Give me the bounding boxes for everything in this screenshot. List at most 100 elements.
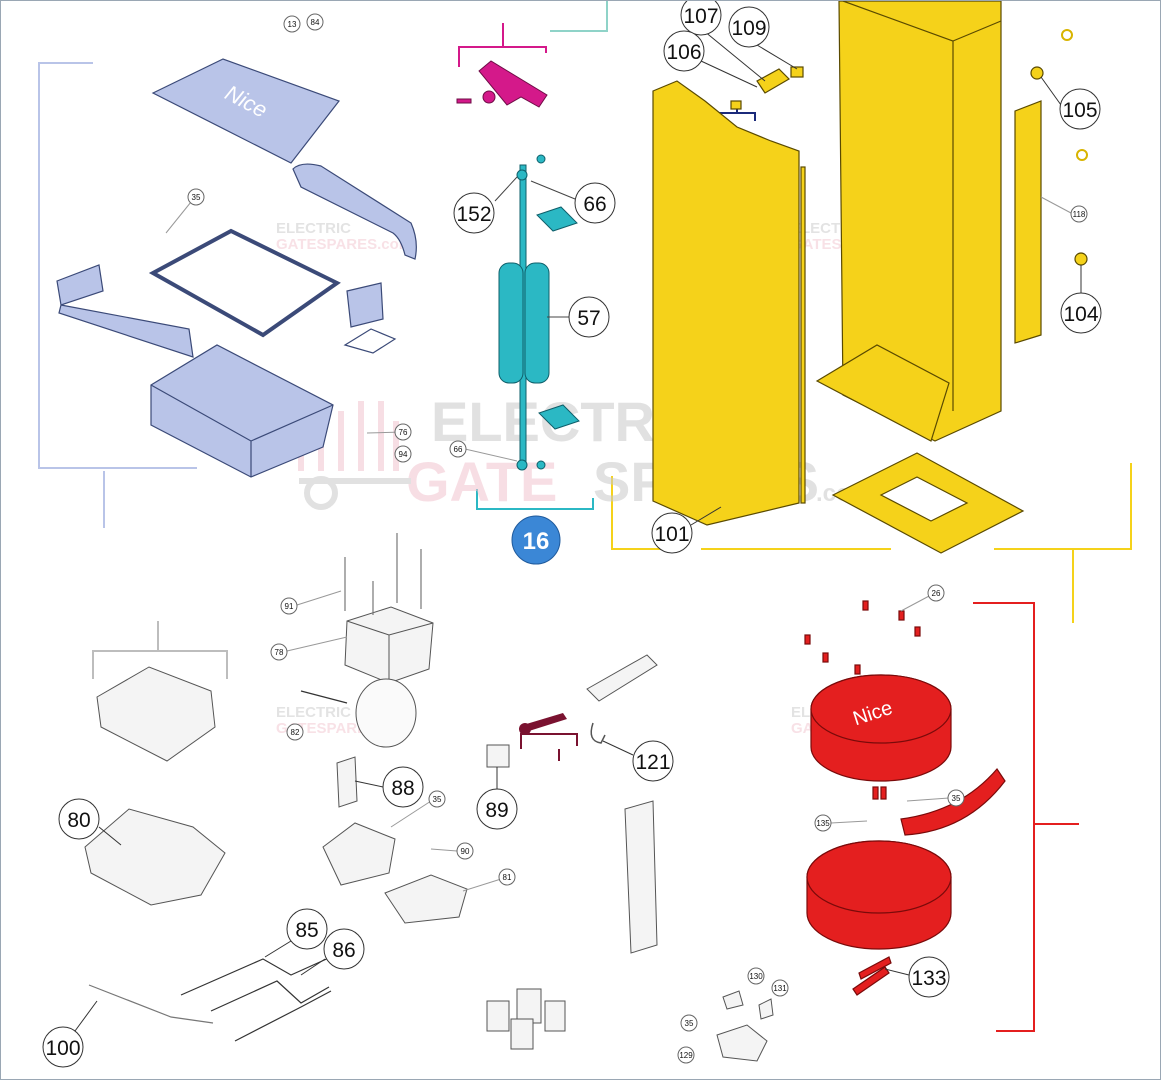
- seal-strip: [800, 166, 806, 504]
- lever-arm: [478, 60, 548, 108]
- callout-circle-81: [498, 868, 516, 886]
- callout-circle-101: [651, 512, 693, 554]
- callout-circle-130: [747, 967, 765, 985]
- callout-94: 94: [399, 450, 408, 459]
- front-panel: [652, 80, 800, 526]
- group-badge: 16: [523, 528, 550, 555]
- callout-circle-66a: [574, 182, 616, 224]
- leader-135: [830, 820, 868, 824]
- callout-circle-57: [568, 296, 610, 338]
- clip-121: [590, 722, 606, 744]
- release-key: [523, 713, 567, 731]
- callout-circle-105: [1059, 88, 1101, 130]
- callout-81: 81: [503, 873, 512, 882]
- leader-152: [494, 176, 518, 202]
- spring-plate-top: [536, 206, 578, 232]
- cylinder-part: [586, 654, 658, 702]
- callout-circle-35c: [947, 789, 965, 807]
- wm-s1-l1: ELECTRIC: [276, 220, 351, 237]
- callout-26: 26: [932, 589, 941, 598]
- yellow-callouts: 107 109 106 105 118 104 101: [651, 1, 1102, 554]
- callout-circle-35a: [187, 188, 205, 206]
- leader-26: [900, 594, 932, 612]
- callout-circle-13: [283, 15, 301, 33]
- callout-circle-89: [476, 788, 518, 830]
- rack-strip: [1014, 100, 1042, 344]
- callout-circle-94: [394, 445, 412, 463]
- spring-nut-bottom: [516, 459, 528, 471]
- callout-100: 100: [45, 1037, 80, 1060]
- leader-105: [1040, 76, 1062, 106]
- callout-circle-131: [771, 979, 789, 997]
- callout-circle-78: [270, 643, 288, 661]
- callout-118: 118: [1073, 210, 1086, 219]
- callout-circle-88: [382, 766, 424, 808]
- motor-wires: [300, 690, 348, 704]
- harness-85: [180, 956, 332, 996]
- gray-bracket: [92, 621, 228, 679]
- callout-circle-106: [663, 30, 705, 72]
- spring-coil-right: [524, 262, 550, 384]
- callout-86: 86: [332, 939, 355, 962]
- callout-circle-82: [286, 723, 304, 741]
- base-plate-hole: [879, 476, 969, 522]
- control-board-80: [84, 808, 226, 906]
- bushing-105: [1030, 66, 1044, 80]
- spring-nut-top: [516, 169, 528, 181]
- callout-85: 85: [295, 919, 318, 942]
- red-arc-panel: [900, 768, 1006, 836]
- teal-top-bracket: [550, 1, 608, 32]
- spring-coil-left: [498, 262, 524, 384]
- callout-circle-76: [394, 423, 412, 441]
- release-key-head: [519, 723, 531, 735]
- callout-90: 90: [461, 847, 470, 856]
- callout-circle-104: [1060, 292, 1102, 334]
- board-88: [336, 756, 358, 808]
- side-panel-left: [56, 264, 194, 358]
- callout-88: 88: [391, 777, 414, 800]
- ring-part: [1061, 29, 1073, 41]
- leader-35b: [390, 800, 432, 828]
- maroon-key: [519, 713, 567, 735]
- harness-86b: [234, 990, 332, 1042]
- callout-35d: 35: [685, 1019, 694, 1028]
- callout-circle-90: [456, 842, 474, 860]
- callout-circle-85: [286, 908, 328, 950]
- motor-electronics-parts: [84, 606, 774, 1062]
- maroon-bracket: [520, 733, 578, 761]
- callout-109: 109: [731, 17, 766, 40]
- cable-100: [88, 984, 214, 1024]
- callout-circle-133: [908, 956, 950, 998]
- bushing-104: [1074, 252, 1088, 266]
- hinge-109: [790, 66, 804, 78]
- red-callouts: 26 35 135 133: [814, 584, 965, 998]
- gasket-frame: [148, 228, 341, 338]
- callout-133: 133: [911, 967, 946, 990]
- lever-hub: [482, 90, 496, 104]
- long-screws: [344, 533, 422, 615]
- teal-spring-assembly: [498, 154, 580, 471]
- red-bracket: [973, 602, 1079, 1032]
- tray-part: [322, 822, 396, 886]
- red-top-cover-face: [810, 674, 952, 744]
- limit-129: [716, 1024, 768, 1062]
- callout-105: 105: [1062, 99, 1097, 122]
- blue-housing-parts: Nice: [56, 58, 417, 478]
- callout-66b: 66: [454, 445, 463, 454]
- leader-85: [264, 940, 292, 958]
- callout-circle-91: [280, 597, 298, 615]
- rear-frame-edges: [842, 1, 1002, 411]
- wm-s3-l1: ELECTRIC: [276, 704, 351, 721]
- callout-circle-135: [814, 814, 832, 832]
- callout-131: 131: [773, 984, 787, 993]
- ring-part-2: [1076, 149, 1088, 161]
- callout-107: 107: [683, 5, 718, 28]
- callout-circle-107: [680, 1, 722, 36]
- leader-90: [430, 848, 458, 852]
- callout-circle-100: [42, 1026, 84, 1068]
- red-housing-parts: Nice: [804, 600, 1006, 996]
- callout-89: 89: [485, 799, 508, 822]
- connector-89: [486, 744, 510, 768]
- leader-81: [462, 878, 502, 892]
